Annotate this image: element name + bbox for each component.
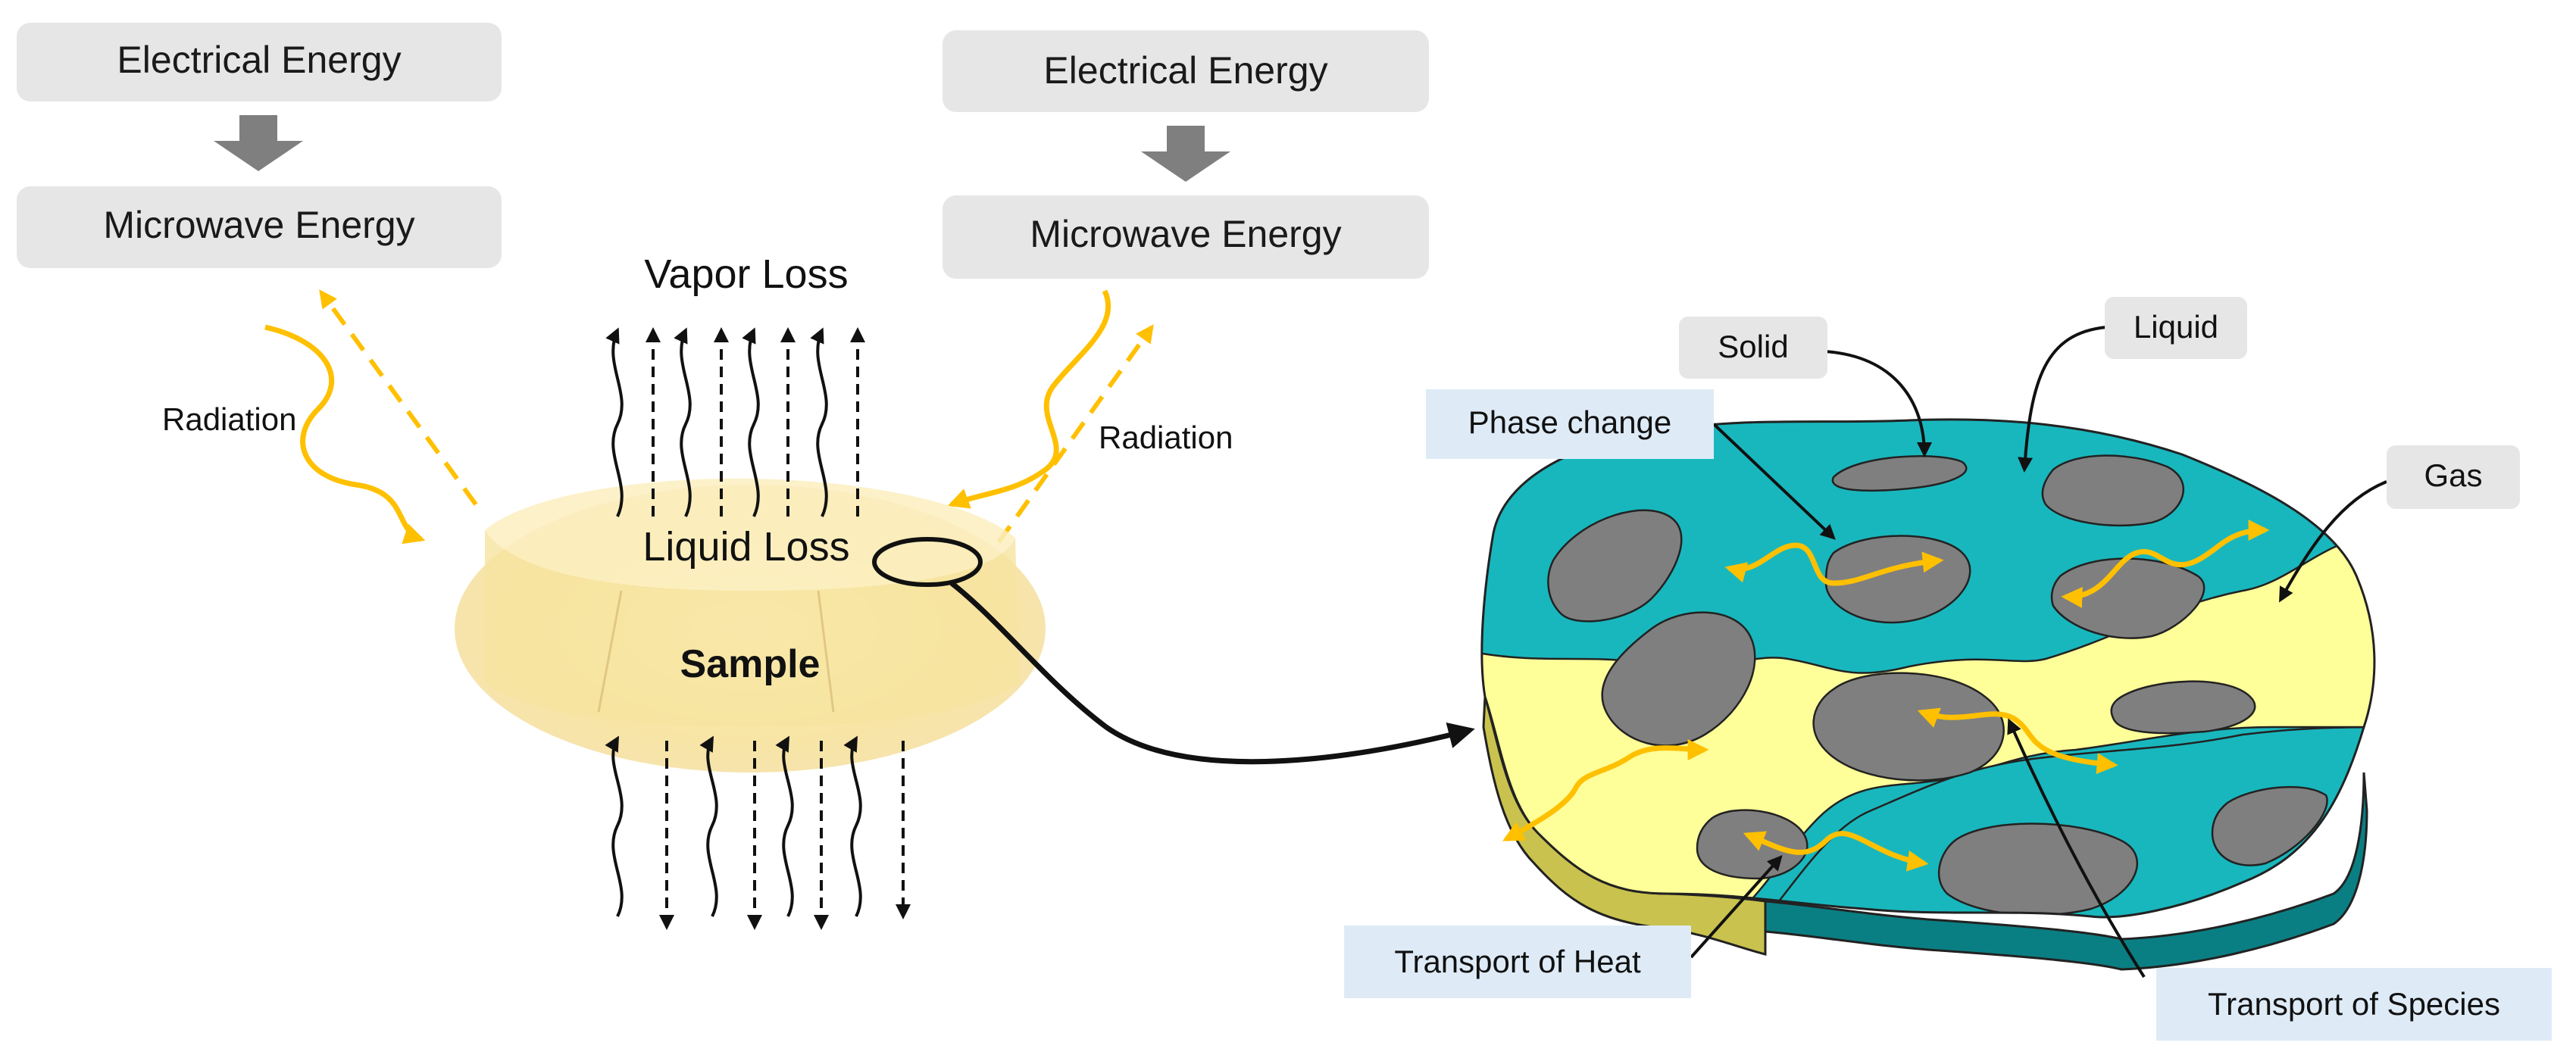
left-electrical-energy-box xyxy=(17,23,502,101)
left-radiation: Radiation xyxy=(162,289,478,545)
right-electrical-energy-box xyxy=(943,30,1429,112)
right-radiation: Radiation xyxy=(947,289,1233,544)
solid-label-box xyxy=(1679,317,1827,379)
pore-scale-model: Solid Liquid Gas Phase change Transport … xyxy=(1344,297,2552,1041)
vapor-loss-arrows xyxy=(605,327,865,517)
right-reflected-radiation-arrow xyxy=(996,324,1154,544)
liquid-label: Liquid xyxy=(2134,309,2218,345)
left-flow-down-arrow xyxy=(214,115,303,171)
wavy-liquid-arrow xyxy=(843,735,862,917)
wavy-vapor-arrow xyxy=(674,327,692,517)
gas-callout-line xyxy=(2279,480,2387,603)
wavy-vapor-arrow xyxy=(605,327,624,517)
wavy-vapor-arrow xyxy=(810,327,828,517)
phase-change-callout-line xyxy=(1712,423,1836,540)
right-radiation-label: Radiation xyxy=(1099,420,1233,455)
sample-crack-line xyxy=(597,590,623,713)
right-microwave-energy-box xyxy=(943,195,1429,279)
left-incoming-radiation-wave xyxy=(264,324,426,545)
slab-side-liquid xyxy=(1764,772,2368,971)
gas-label-box xyxy=(2387,445,2520,509)
callout-lines xyxy=(1690,326,2387,979)
right-energy-flow: Electrical Energy Microwave Energy xyxy=(943,30,1429,279)
wavy-liquid-arrow xyxy=(775,735,794,917)
wavy-liquid-arrow xyxy=(605,735,624,917)
transport-heat-callout-line xyxy=(1690,855,1783,959)
left-radiation-label: Radiation xyxy=(162,401,296,437)
yellow-double-arrow xyxy=(1743,831,1929,872)
right-microwave-energy-label: Microwave Energy xyxy=(1030,213,1341,255)
left-energy-flow: Electrical Energy Microwave Energy xyxy=(17,23,502,268)
slab-top-outline xyxy=(1480,418,2376,919)
gas-label: Gas xyxy=(2424,457,2482,493)
sample-label: Sample xyxy=(680,642,821,686)
solid-particle xyxy=(1547,509,1683,623)
solid-particle xyxy=(1831,455,1968,492)
sample-top-face xyxy=(485,478,1015,591)
sample-side-face xyxy=(485,530,1019,727)
solid-label: Solid xyxy=(1718,329,1788,364)
solid-particle xyxy=(1601,611,1756,747)
solid-particle xyxy=(2211,785,2328,866)
left-electrical-energy-label: Electrical Energy xyxy=(117,39,401,81)
left-microwave-energy-label: Microwave Energy xyxy=(103,204,414,246)
yellow-double-arrow xyxy=(1502,738,1709,842)
phase-change-label-box xyxy=(1426,389,1714,459)
transport-heat-label-box xyxy=(1344,925,1691,998)
yellow-double-arrow xyxy=(1724,542,1944,586)
wavy-vapor-arrow xyxy=(742,327,760,517)
right-incoming-radiation-wave xyxy=(947,289,1111,509)
transport-species-label-box xyxy=(2156,968,2552,1041)
sample: Vapor Loss Liquid Loss Sample xyxy=(455,251,1046,773)
liquid-label-box xyxy=(2105,297,2247,359)
yellow-double-arrow xyxy=(2061,520,2270,608)
right-flow-down-arrow xyxy=(1141,126,1230,182)
transport-heat-label: Transport of Heat xyxy=(1394,944,1641,979)
left-microwave-energy-box xyxy=(17,186,502,268)
liquid-loss-label: Liquid Loss xyxy=(642,524,849,570)
transport-species-callout-line xyxy=(2007,718,2146,979)
phase-change-label: Phase change xyxy=(1468,404,1672,440)
left-reflected-radiation-arrow xyxy=(319,289,478,506)
magnifier-region xyxy=(872,537,983,587)
sample-crack-line xyxy=(817,590,835,713)
wavy-liquid-arrow xyxy=(699,735,718,917)
callout-labels: Solid Liquid Gas Phase change Transport … xyxy=(1344,297,2552,1041)
right-electrical-energy-label: Electrical Energy xyxy=(1043,49,1327,92)
liquid-loss-arrows xyxy=(605,735,911,930)
transport-species-label: Transport of Species xyxy=(2208,986,2500,1022)
solid-particle xyxy=(1937,822,2138,916)
solid-particle xyxy=(2041,454,2184,527)
vapor-loss-label: Vapor Loss xyxy=(644,251,848,297)
liquid-callout-line xyxy=(2018,326,2107,473)
zoom-connector-arrow xyxy=(949,581,1475,765)
solid-callout-line xyxy=(1824,350,1932,457)
